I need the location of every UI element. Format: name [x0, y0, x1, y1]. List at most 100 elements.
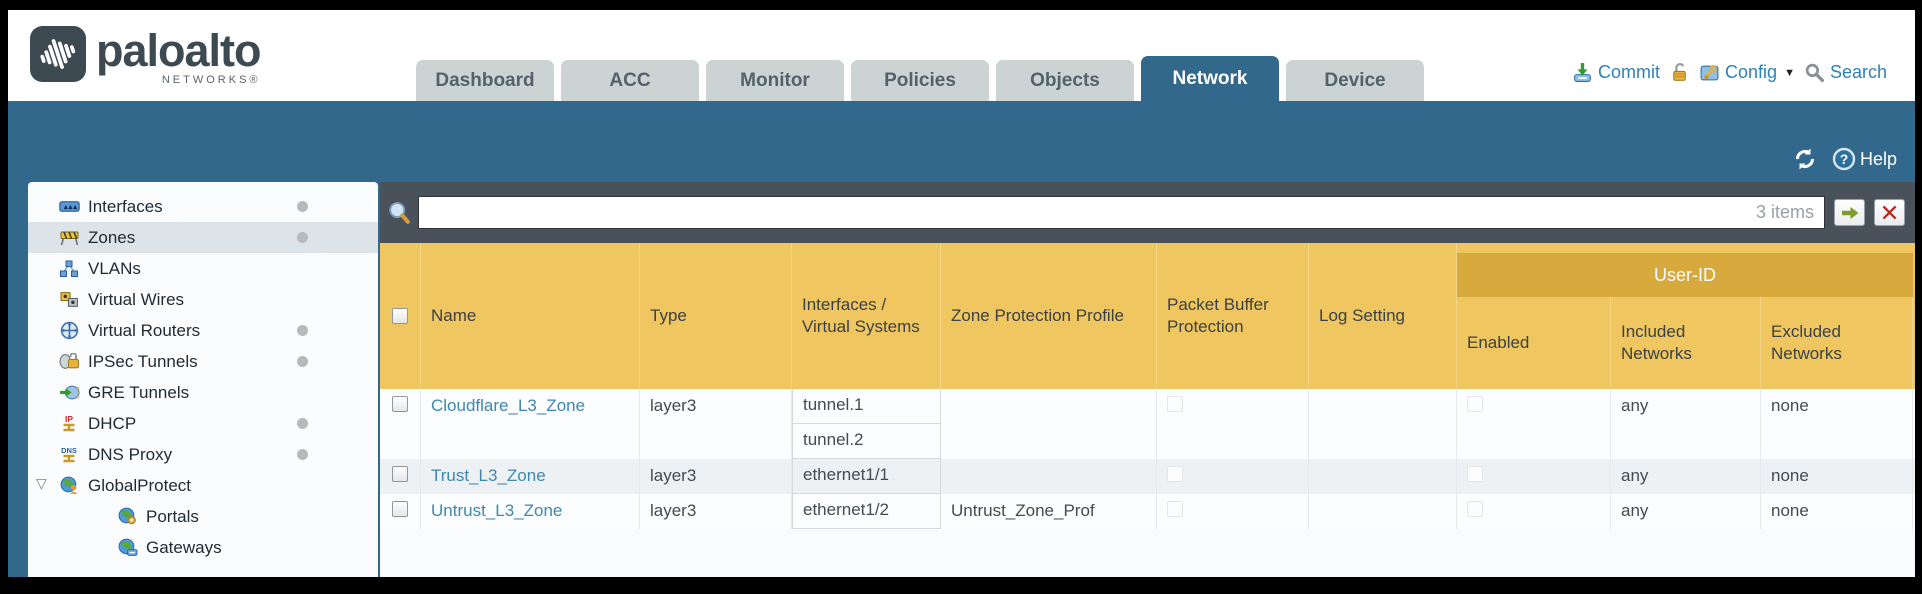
- user-id-column-group: User-ID Enabled Included Networks Exclud…: [1457, 243, 1913, 389]
- packet-buffer-checkbox: [1167, 466, 1183, 482]
- select-all-checkbox[interactable]: [392, 308, 408, 324]
- apply-filter-button[interactable]: [1834, 199, 1865, 226]
- col-header-zone-protection-profile[interactable]: Zone Protection Profile: [941, 243, 1157, 389]
- header-actions: Commit Config ▼: [1572, 62, 1887, 83]
- tab-objects[interactable]: Objects: [996, 60, 1134, 101]
- sidebar-item-dns-proxy[interactable]: DNS DNS Proxy: [28, 439, 378, 470]
- commit-button[interactable]: Commit: [1572, 62, 1660, 83]
- zones-icon: [58, 228, 80, 248]
- zone-type-cell: layer3: [640, 389, 792, 459]
- help-label: Help: [1859, 148, 1897, 169]
- table-row: Trust_L3_Zone layer3 ethernet1/1 any non…: [380, 459, 1915, 494]
- sidebar-item-gre-tunnels[interactable]: GRE Tunnels: [28, 377, 378, 408]
- sidebar-item-portals[interactable]: Portals: [28, 501, 378, 532]
- zone-interfaces-cell: ethernet1/2: [792, 494, 941, 529]
- sidebar-item-dhcp[interactable]: IP DHCP: [28, 408, 378, 439]
- zone-name-link[interactable]: Cloudflare_L3_Zone: [431, 396, 586, 415]
- zone-protection-profile-cell: [941, 389, 1157, 459]
- lock-icon[interactable]: [1669, 62, 1690, 83]
- user-id-enabled-cell: [1457, 389, 1611, 459]
- filter-input[interactable]: [419, 197, 1824, 228]
- sidebar-item-ipsec-tunnels[interactable]: IPSec Tunnels: [28, 346, 378, 377]
- globalprotect-icon: [58, 476, 80, 496]
- interfaces-icon: [58, 197, 80, 217]
- ipsec-tunnels-icon: [58, 352, 80, 372]
- row-checkbox[interactable]: [392, 466, 408, 482]
- col-header-name[interactable]: Name: [421, 243, 640, 389]
- filter-search-icon: [389, 201, 410, 224]
- help-icon: ?: [1832, 147, 1856, 171]
- col-header-log-setting[interactable]: Log Setting: [1309, 243, 1457, 389]
- sidebar-item-gateways[interactable]: Gateways: [28, 532, 378, 563]
- status-dot: [297, 201, 308, 212]
- row-checkbox[interactable]: [392, 396, 408, 412]
- refresh-icon[interactable]: [1792, 147, 1818, 171]
- packet-buffer-protection-cell: [1157, 494, 1309, 529]
- sidebar-item-vlans[interactable]: VLANs: [28, 253, 378, 284]
- tab-monitor[interactable]: Monitor: [706, 60, 844, 101]
- zone-name-cell: Trust_L3_Zone: [421, 459, 640, 494]
- zone-type-cell: layer3: [640, 459, 792, 494]
- zone-name-link[interactable]: Untrust_L3_Zone: [431, 501, 563, 520]
- status-dot: [297, 232, 308, 243]
- status-dot: [297, 449, 308, 460]
- excluded-networks-cell: none: [1761, 494, 1913, 529]
- sidebar-item-virtual-routers[interactable]: Virtual Routers: [28, 315, 378, 346]
- status-dot: [297, 356, 308, 367]
- clear-filter-button[interactable]: [1874, 199, 1905, 226]
- tab-network[interactable]: Network: [1141, 56, 1279, 101]
- excluded-networks-cell: none: [1761, 459, 1913, 494]
- col-header-interfaces[interactable]: Interfaces / Virtual Systems: [792, 243, 941, 389]
- sidebar-item-virtual-wires[interactable]: Virtual Wires: [28, 284, 378, 315]
- config-icon: [1700, 65, 1719, 81]
- tab-dashboard[interactable]: Dashboard: [416, 60, 554, 101]
- excluded-networks-cell: none: [1761, 389, 1913, 459]
- interface-item: ethernet1/1: [793, 459, 940, 494]
- col-header-packet-buffer-protection[interactable]: Packet Buffer Protection: [1157, 243, 1309, 389]
- sidebar-item-interfaces[interactable]: Interfaces: [28, 191, 378, 222]
- user-id-enabled-cell: [1457, 494, 1611, 529]
- config-dropdown[interactable]: Config ▼: [1699, 62, 1795, 83]
- zone-interfaces-cell: tunnel.1 tunnel.2: [792, 389, 941, 459]
- tab-device[interactable]: Device: [1286, 60, 1424, 101]
- packet-buffer-protection-cell: [1157, 389, 1309, 459]
- interface-item: tunnel.2: [793, 424, 940, 459]
- tab-acc[interactable]: ACC: [561, 60, 699, 101]
- dhcp-icon: IP: [58, 414, 80, 434]
- zone-type-cell: layer3: [640, 494, 792, 529]
- paloalto-logo: paloalto NETWORKS®: [30, 26, 262, 86]
- sidebar-item-zones[interactable]: Zones: [28, 222, 378, 253]
- paloalto-logo-icon: [30, 26, 86, 82]
- help-button[interactable]: ? Help: [1832, 147, 1897, 171]
- zone-protection-profile-cell: Untrust_Zone_Prof: [941, 494, 1157, 529]
- chevron-down-icon: ▼: [1784, 66, 1795, 79]
- search-button[interactable]: Search: [1804, 62, 1887, 83]
- status-dot: [297, 418, 308, 429]
- col-header-type[interactable]: Type: [640, 243, 792, 389]
- col-header-included-networks[interactable]: Included Networks: [1611, 297, 1761, 389]
- commit-label: Commit: [1598, 62, 1661, 82]
- virtual-routers-icon: [58, 321, 80, 341]
- sidebar-item-globalprotect[interactable]: ▽ GlobalProtect: [36, 475, 191, 496]
- user-id-enabled-checkbox: [1467, 396, 1483, 412]
- row-checkbox-cell: [380, 459, 421, 494]
- row-checkbox-cell: [380, 494, 421, 529]
- gre-tunnels-icon: [58, 383, 80, 403]
- row-checkbox[interactable]: [392, 501, 408, 517]
- col-header-enabled[interactable]: Enabled: [1457, 297, 1611, 389]
- included-networks-cell: any: [1611, 389, 1761, 459]
- tab-policies[interactable]: Policies: [851, 60, 989, 101]
- filter-input-wrap: 3 items: [418, 196, 1825, 229]
- table-header: Name Type Interfaces / Virtual Systems Z…: [380, 243, 1915, 389]
- expander-icon[interactable]: ▽: [36, 475, 47, 491]
- packet-buffer-checkbox: [1167, 501, 1183, 517]
- app-background: paloalto NETWORKS® Dashboard ACC Monitor…: [8, 10, 1915, 577]
- page-toolbar: ? Help: [1792, 147, 1897, 171]
- brand-subtitle: NETWORKS®: [161, 74, 261, 86]
- commit-icon: [1574, 63, 1591, 82]
- zone-name-link[interactable]: Trust_L3_Zone: [431, 466, 546, 485]
- green-arrow-icon: [1841, 206, 1858, 219]
- col-header-excluded-networks[interactable]: Excluded Networks: [1761, 297, 1913, 389]
- network-sidebar: Interfaces Zones VLANs Vir: [28, 182, 378, 577]
- top-header-bar: paloalto NETWORKS® Dashboard ACC Monitor…: [8, 10, 1915, 101]
